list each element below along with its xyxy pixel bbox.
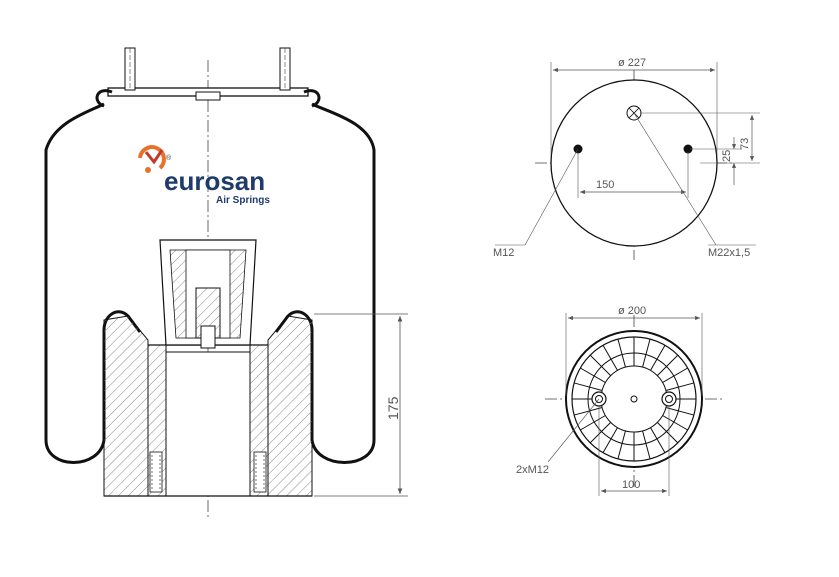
piston-rib <box>580 367 606 383</box>
side-section-view: 175 <box>44 47 408 520</box>
eurosan-logo: ® eurosan Air Springs <box>138 145 270 206</box>
piston-rib <box>602 345 618 371</box>
top-offset-25-label: 25 <box>721 150 733 162</box>
bottom-center-hole <box>630 395 638 403</box>
bottom-bolt-spacing-label: 100 <box>622 479 640 491</box>
brand-name: eurosan <box>164 166 265 196</box>
top-diameter-label: ø 227 <box>618 57 646 69</box>
height-label: 175 <box>385 396 401 420</box>
logo-icon <box>138 145 166 173</box>
piston-rib <box>656 421 679 444</box>
piston-rib <box>642 338 651 368</box>
top-view: ø 227 150 25 73 M12 M22x1,5 <box>493 57 760 260</box>
top-plate <box>95 47 321 108</box>
piston-ribs <box>572 337 696 461</box>
brand-tagline: Air Springs <box>216 195 270 206</box>
bottom-view: ø 200 100 2xM12 <box>516 305 725 496</box>
top-bolt-spacing-label: 150 <box>596 179 614 191</box>
piston-rib <box>617 430 626 460</box>
air-inlet-label: M22x1,5 <box>708 247 750 259</box>
bottom-diameter-label: ø 200 <box>618 305 646 317</box>
piston-rib <box>662 415 688 431</box>
bolt-thread-label: M12 <box>493 247 514 259</box>
bolt-hole-right <box>683 144 693 154</box>
bottom-bolt-right <box>661 391 677 407</box>
piston-rib <box>642 430 651 460</box>
piston-rib <box>589 354 612 377</box>
bump-stop <box>159 239 257 349</box>
bellow-outline <box>44 102 142 464</box>
piston <box>103 315 313 497</box>
piston-rib <box>650 427 666 453</box>
piston-rib <box>617 338 626 368</box>
bellow-outline-right <box>274 102 376 464</box>
piston-rib <box>650 345 666 371</box>
piston-rib <box>662 367 688 383</box>
top-plate-circle <box>550 79 718 247</box>
height-dimension: 175 <box>314 313 408 497</box>
registered-mark: ® <box>166 154 172 162</box>
piston-rib <box>580 415 606 431</box>
piston-rib <box>656 354 679 377</box>
piston-rib <box>665 407 695 416</box>
bottom-bolts-label: 2xM12 <box>516 464 549 476</box>
piston-rib <box>602 427 618 453</box>
top-offset-73-label: 73 <box>739 138 751 150</box>
piston-rib <box>573 407 603 416</box>
piston-rib <box>573 382 603 391</box>
piston-rib <box>589 421 612 444</box>
piston-rib <box>665 382 695 391</box>
